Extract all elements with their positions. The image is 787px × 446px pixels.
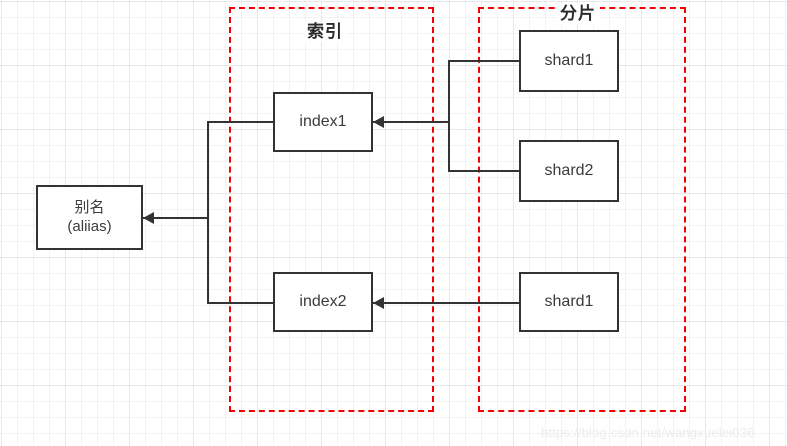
panel-shard-group-title: 分片 (556, 4, 600, 24)
connector-index2-to-merge (207, 302, 273, 304)
connector-shard1b-to-index2 (373, 302, 521, 304)
panel-index-group (229, 7, 434, 412)
connector-shard2-to-merge (448, 170, 521, 172)
connector-index-merge-bar (207, 121, 209, 304)
connector-merge-to-alias (143, 217, 209, 219)
panel-index-group-title: 索引 (303, 22, 347, 42)
arrowhead-into-index1 (373, 116, 384, 128)
node-index1[interactable]: index1 (273, 92, 373, 152)
arrowhead-into-alias (143, 212, 154, 224)
node-index2[interactable]: index2 (273, 272, 373, 332)
connector-shard-merge-bar (448, 60, 450, 172)
arrowhead-into-index2 (373, 297, 384, 309)
connector-merge-to-index1 (373, 121, 450, 123)
watermark-text: https://blog.csdn.net/wangxuelei036 (541, 425, 755, 440)
node-shard1-a[interactable]: shard1 (519, 30, 619, 92)
connector-index1-to-merge (207, 121, 273, 123)
node-shard2[interactable]: shard2 (519, 140, 619, 202)
node-shard1-b[interactable]: shard1 (519, 272, 619, 332)
connector-shard1a-to-merge (448, 60, 521, 62)
node-alias[interactable]: 别名 (aliias) (36, 185, 143, 250)
